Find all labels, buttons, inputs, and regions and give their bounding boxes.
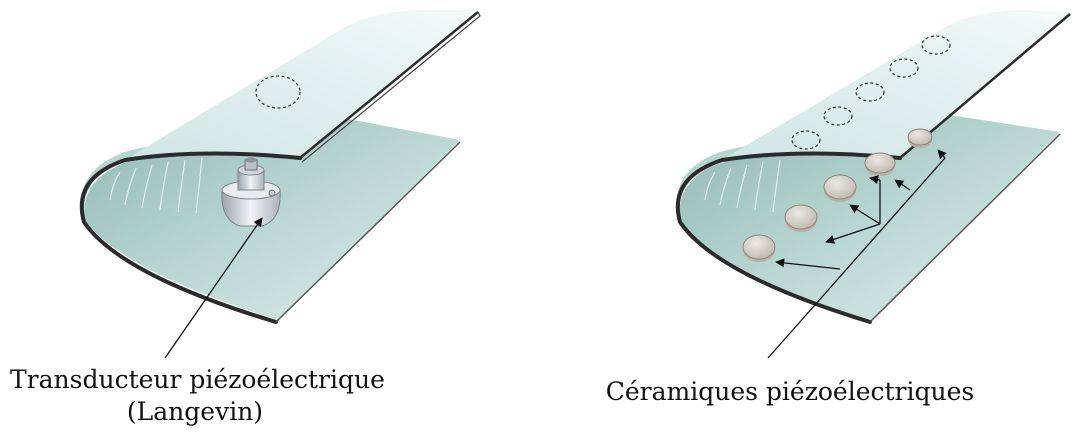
left-skin-outline — [79, 151, 302, 324]
piezo-ceramic-discs — [742, 128, 933, 262]
left-internal-ribs — [109, 157, 203, 214]
right-leader-arrows — [767, 149, 947, 359]
left-bottom-edge — [275, 141, 461, 323]
ceramic-disc — [742, 234, 776, 262]
left-wing-illustration — [79, 10, 481, 359]
ceramic-disc — [864, 152, 896, 176]
left-leader-arrow — [164, 217, 263, 359]
ceramic-disc — [907, 128, 933, 148]
right-internal-ribs — [704, 159, 781, 213]
right-top-skin — [722, 10, 1070, 160]
left-top-skin-main — [125, 10, 478, 160]
right-wing-illustration — [675, 10, 1071, 359]
transducer-caption-line2: (Langevin) — [126, 397, 264, 426]
transducer-caption: Transducteur piézoélectrique (Langevin) — [10, 364, 385, 428]
langevin-transducer-icon — [221, 157, 281, 227]
right-skin-outline — [675, 151, 902, 324]
left-top-edge — [299, 11, 479, 159]
right-ceramic-footprints — [791, 35, 951, 150]
right-bottom-edge — [869, 133, 1061, 323]
left-transducer-footprint — [255, 75, 301, 109]
ceramics-caption: Céramiques piézoélectriques — [605, 377, 975, 406]
ceramic-disc — [784, 204, 818, 232]
left-top-thickness — [301, 11, 481, 163]
transducer-caption-line1: Transducteur piézoélectrique — [10, 365, 385, 394]
ceramic-disc — [823, 174, 857, 202]
